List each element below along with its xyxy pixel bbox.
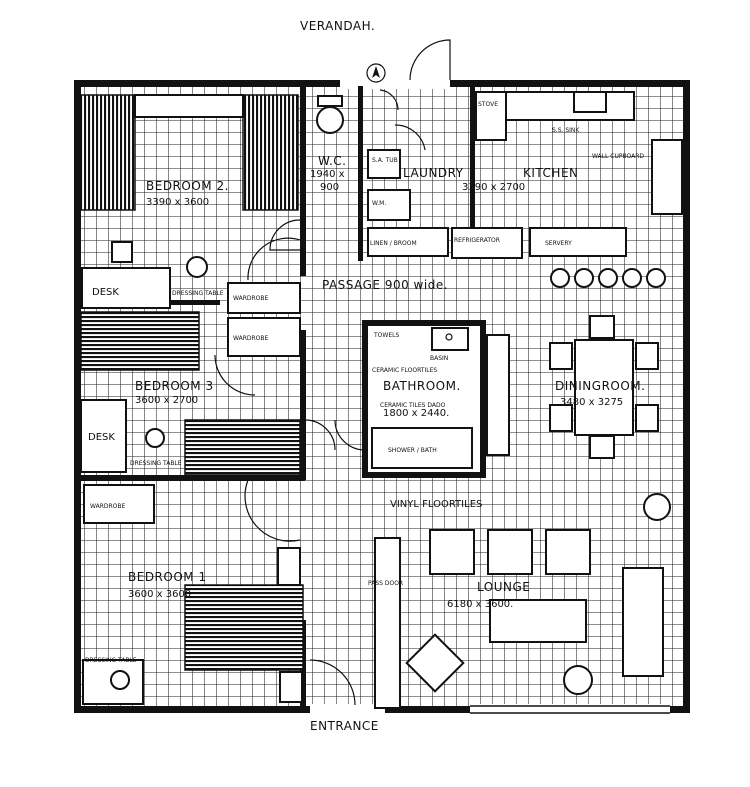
door-swings (214, 39, 451, 706)
north-arrow-icon (366, 63, 386, 83)
stove (475, 91, 507, 141)
outer-walls (74, 78, 690, 715)
coffee-table (489, 599, 587, 643)
verandah-label: VERANDAH. (300, 19, 375, 33)
vinyl-label: VINYL FLOORTILES (390, 499, 482, 510)
passage-cupboard (486, 334, 510, 456)
wc-toilet (316, 106, 344, 134)
servery (529, 227, 627, 257)
diamond-table (405, 633, 465, 693)
wm-label: W.M. (372, 200, 386, 207)
wardrobe-upper-label: WARDROBE (233, 295, 269, 302)
linen-broom (367, 227, 449, 257)
lounge-dims: 6180 x 3600. (447, 599, 513, 610)
bed-hatch-left (80, 94, 136, 211)
kitchen-name: KITCHEN (523, 166, 579, 180)
bed-hatch-right (242, 94, 299, 211)
wall-cupboard (651, 139, 683, 215)
desk-b3 (80, 399, 127, 473)
lamp-b1 (110, 670, 130, 690)
bedroom3-name: BEDROOM 3 (135, 379, 214, 393)
bedroom1-dims: 3600 x 3600 (128, 589, 191, 600)
desk (81, 267, 171, 309)
dining-dims: 3480 x 3275 (560, 397, 623, 408)
dressing-table-b3-label: DRESSING TABLE (130, 460, 182, 467)
entrance-label: ENTRANCE (310, 719, 379, 733)
dressing-table-b1 (82, 659, 144, 705)
laundry-name: LAUNDRY (403, 166, 464, 180)
wardrobe-lower (227, 317, 301, 357)
bedroom1-name: BEDROOM 1 (128, 570, 207, 584)
dining-plant (643, 493, 671, 521)
sa-tub-label: S.A. TUB (372, 157, 398, 164)
bedside-b1 (279, 671, 303, 703)
sideboard (622, 567, 664, 677)
bedside-lamp (186, 256, 208, 278)
bathroom-dims: 1800 x 2440. (383, 408, 449, 419)
wc-name: W.C. (318, 154, 347, 168)
dressing-table-b2-label: DRESSING TABLE (172, 290, 224, 297)
dining-table (574, 339, 634, 436)
armchair-3 (545, 529, 591, 575)
wardrobe-b1 (83, 484, 155, 524)
passage-label: PASSAGE 900 wide. (322, 278, 448, 292)
stove-label: STOVE (478, 101, 498, 108)
lounge-plant (563, 665, 593, 695)
bed-hatch-b3-lower (184, 419, 301, 476)
shower-bath-label: SHOWER / BATH (388, 447, 437, 454)
wc-cistern (317, 95, 343, 107)
bed-hatch-b1 (184, 584, 304, 671)
pass-door-label: PASS DOOR (368, 580, 403, 587)
bathroom-name: BATHROOM. (383, 379, 461, 393)
bed-pillow-b1 (277, 547, 301, 586)
refrigerator (451, 227, 523, 259)
shower-bath (371, 427, 473, 469)
dressing-table-b1-label: DRESSING TABLE (85, 657, 137, 664)
bedroom2-name: BEDROOM 2. (146, 179, 229, 193)
kitchen-bench (505, 91, 635, 121)
bed-hatch-b3 (80, 311, 200, 371)
kitchen-dims: 3390 x 2700 (462, 182, 525, 193)
bedroom3-dims: 3600 x 2700 (135, 395, 198, 406)
towels-label: TOWELS (373, 332, 399, 339)
ceramic-dado-label: CERAMIC TILES DADO (380, 402, 446, 409)
desk-b3-label: DESK (88, 432, 115, 443)
desk-label: DESK (92, 287, 119, 298)
lamp-b3 (145, 428, 165, 448)
washing-machine (367, 189, 411, 221)
armchair-1 (429, 529, 475, 575)
dining-name: DININGROOM. (555, 379, 645, 393)
linen-broom-label: LINEN / BROOM (370, 240, 417, 247)
armchair-2 (487, 529, 533, 575)
refrigerator-label: REFRIGERATOR (454, 237, 500, 244)
wardrobe-lower-label: WARDROBE (233, 335, 269, 342)
lounge-name: LOUNGE (477, 580, 530, 594)
sink-label: S.S. SINK (552, 127, 580, 134)
bar-stools (550, 268, 666, 288)
bed-headboard (134, 94, 244, 118)
room-divider (374, 537, 401, 709)
basin-label: BASIN (430, 355, 448, 362)
dining-chairs (549, 315, 659, 459)
wardrobe-b1-label: WARDROBE (90, 503, 126, 510)
servery-label: SERVERY (545, 240, 572, 247)
wall-cupboard-label: WALL CUPBOARD (592, 153, 644, 160)
wardrobe-upper (227, 282, 301, 314)
bedside-table (111, 241, 133, 263)
kitchen-sink (573, 91, 607, 113)
basin (431, 327, 469, 351)
wc-dims-b: 900 (320, 182, 339, 193)
laundry-tub (367, 149, 401, 179)
bedroom2-dims: 3390 x 3600 (146, 197, 209, 208)
ceramic-floortiles-label: CERAMIC FLOORTILES (372, 367, 437, 374)
wc-dims-a: 1940 x (310, 169, 345, 180)
